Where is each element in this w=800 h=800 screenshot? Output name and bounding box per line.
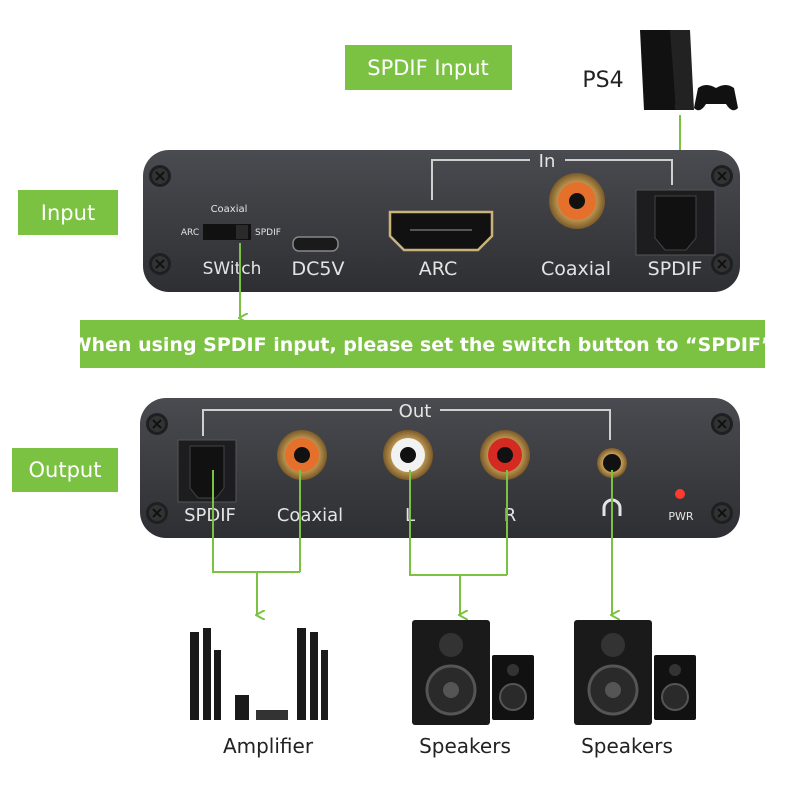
- switch-label: SWitch: [203, 259, 262, 279]
- pwr-label: PWR: [668, 510, 694, 523]
- speakers-label: Speakers: [581, 734, 673, 758]
- screw-icon: [710, 412, 734, 436]
- coaxial-input-jack: [549, 173, 605, 229]
- ps4-console-icon: [640, 30, 738, 111]
- screw-icon: [148, 252, 172, 276]
- micro-usb-port: [292, 236, 339, 252]
- screw-icon: [145, 412, 169, 436]
- svg-text:Input: Input: [41, 201, 95, 225]
- spdif-input-label: SPDIF Input: [345, 45, 512, 90]
- svg-text:Output: Output: [29, 458, 102, 482]
- hdmi-arc-port: [388, 210, 494, 252]
- switch-arc-label: ARC: [181, 228, 199, 238]
- switch-spdif-label: SPDIF: [255, 228, 281, 238]
- power-led: [675, 489, 685, 499]
- right-rca-jack: [480, 430, 530, 480]
- output-section-label: Output: [12, 448, 118, 492]
- right-channel-label: R: [504, 505, 517, 526]
- screw-icon: [710, 252, 734, 276]
- coaxial-output-label: Coaxial: [277, 505, 343, 526]
- output-device-panel: Out SPDIF Coaxial L R PWR: [140, 398, 740, 538]
- speakers-label: Speakers: [419, 734, 511, 758]
- input-selector-switch[interactable]: [203, 224, 251, 240]
- svg-text:When using SPDIF input, please: When using SPDIF input, please set the s…: [71, 334, 774, 356]
- out-bracket-label: Out: [399, 401, 432, 422]
- screw-icon: [145, 501, 169, 525]
- output-connection-lines: [212, 470, 612, 615]
- spdif-input-port: [635, 189, 716, 256]
- spdif-output-port: [177, 439, 237, 503]
- in-bracket-label: In: [539, 151, 556, 172]
- input-device-panel: In Coaxial ARC SPDIF SWitch DC5V ARC Coa…: [143, 150, 740, 292]
- screw-icon: [710, 164, 734, 188]
- speakers-icon: [412, 620, 534, 725]
- left-rca-jack: [383, 430, 433, 480]
- spdif-output-label: SPDIF: [184, 505, 236, 526]
- spdif-input-label-text: SPDIF: [648, 258, 703, 280]
- ps4-label: PS4: [582, 68, 623, 93]
- speakers-icon: [574, 620, 696, 725]
- headphone-jack: [597, 448, 627, 478]
- screw-icon: [148, 164, 172, 188]
- coaxial-input-label: Coaxial: [541, 258, 611, 280]
- input-section-label: Input: [18, 190, 118, 235]
- amplifier-icon: [190, 628, 328, 720]
- screw-icon: [710, 501, 734, 525]
- amplifier-label: Amplifier: [223, 734, 314, 758]
- arc-label: ARC: [419, 258, 458, 280]
- switch-coaxial-label: Coaxial: [211, 204, 248, 215]
- coaxial-output-jack: [277, 430, 327, 480]
- svg-text:SPDIF Input: SPDIF Input: [367, 56, 489, 80]
- instruction-banner: When using SPDIF input, please set the s…: [71, 320, 774, 368]
- dc5v-label: DC5V: [292, 258, 345, 280]
